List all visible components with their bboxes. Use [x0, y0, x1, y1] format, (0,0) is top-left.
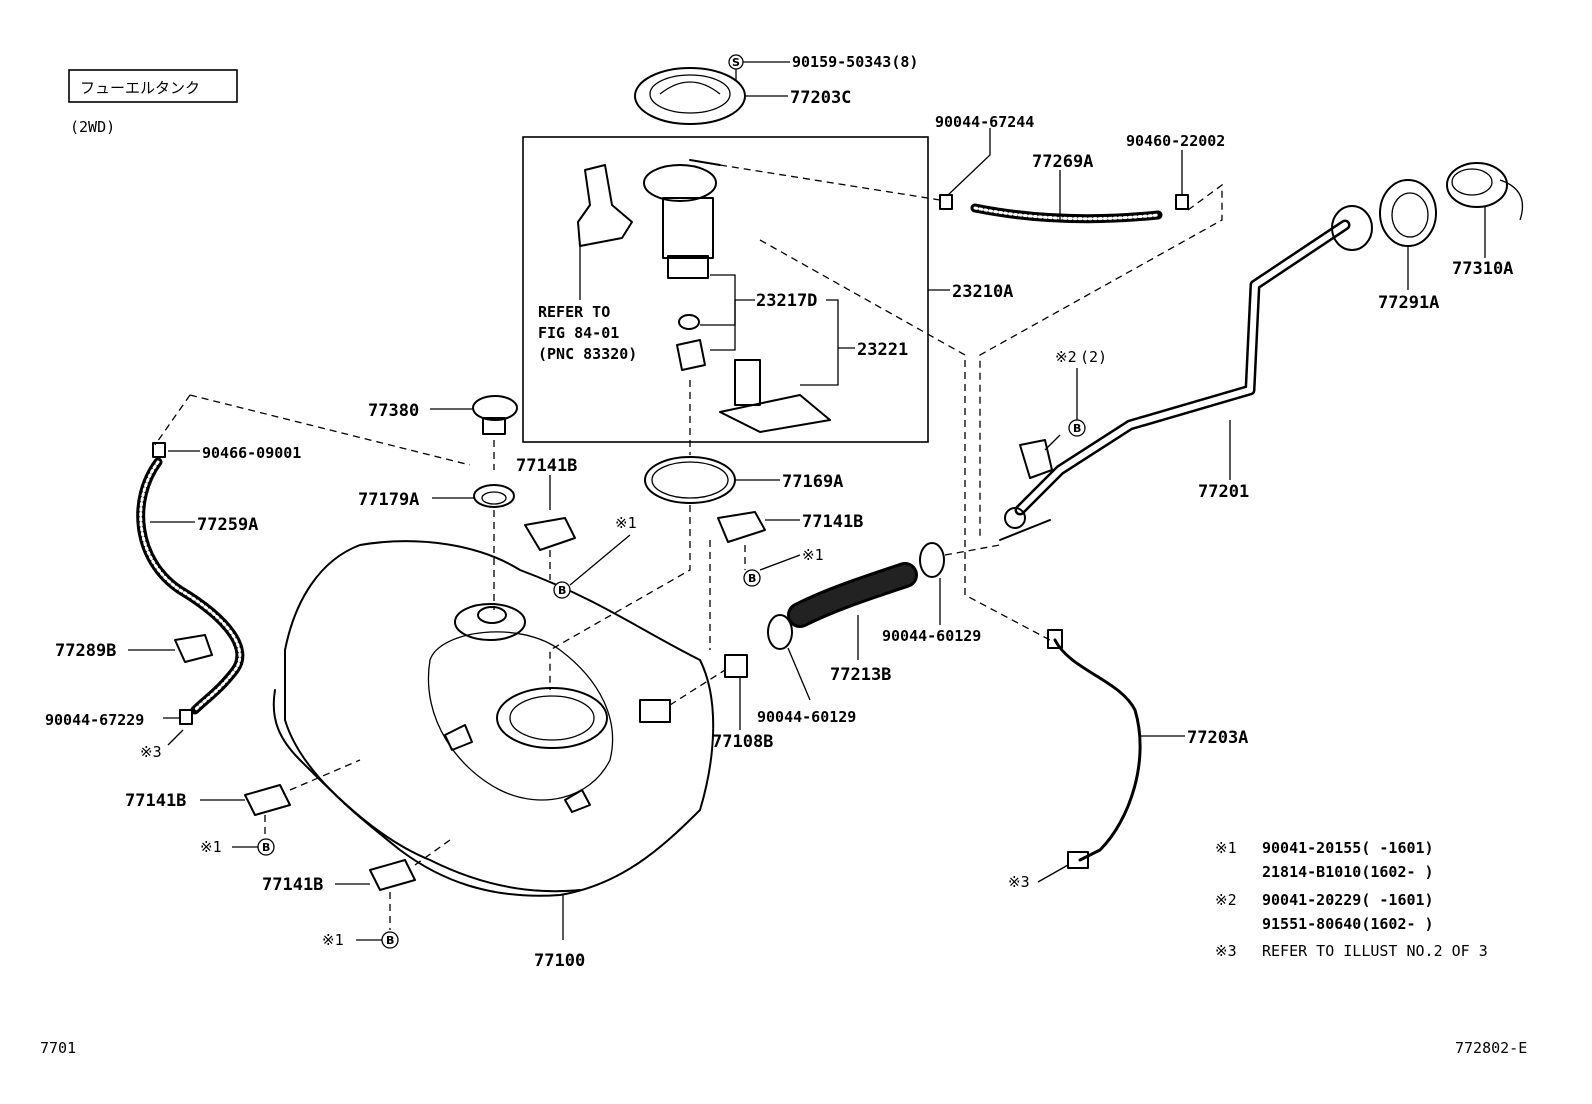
- filler-neck: [1331, 205, 1373, 251]
- filler-hose-joint-77108b: [724, 654, 748, 678]
- legend-2-line2: 91551-80640(1602- ): [1262, 915, 1434, 933]
- label-90044-67244: 90044-67244: [935, 113, 1034, 131]
- legend-mark-2: ※2: [1215, 891, 1237, 909]
- label-77108b: 77108B: [712, 732, 773, 752]
- hose-clamp-lower-filler: [767, 614, 793, 650]
- label-77291a: 77291A: [1378, 293, 1439, 313]
- mark-1-b: ※1: [802, 546, 824, 564]
- mark-3-left: ※3: [140, 743, 162, 761]
- label-90044-67229: 90044-67229: [45, 711, 144, 729]
- filler-ring: [1379, 179, 1437, 247]
- sender-gasket-77169a: [644, 456, 736, 504]
- svg-text:B: B: [748, 572, 756, 585]
- label-90159: 90159-50343(8): [792, 53, 918, 71]
- sender-gauge-cover: [634, 67, 746, 125]
- label-90044-60129b: 90044-60129: [757, 708, 856, 726]
- legend-mark-1: ※1: [1215, 839, 1237, 857]
- hose-clamp-upper: [939, 194, 953, 210]
- label-77141b-3: 77141B: [125, 791, 186, 811]
- label-77141b-1: 77141B: [516, 456, 577, 476]
- refer-line3: (PNC 83320): [538, 345, 637, 363]
- tank-pad-2: [717, 511, 766, 543]
- refer-line1: REFER TO: [538, 303, 610, 321]
- fuel-pump-body: [643, 159, 721, 279]
- evap-hose: [136, 457, 245, 715]
- label-77310a: 77310A: [1452, 259, 1513, 279]
- fuel-filler-cap: [1446, 162, 1524, 221]
- label-77203c: 77203C: [790, 88, 851, 108]
- fuel-filter: [719, 359, 831, 433]
- filler-bracket: [1019, 439, 1053, 479]
- label-77203a: 77203A: [1187, 728, 1248, 748]
- tank-pad-3: [244, 784, 291, 816]
- label-77100: 77100: [534, 951, 585, 971]
- footer-right-code: 772802-E: [1455, 1039, 1527, 1057]
- label-77213b: 77213B: [830, 665, 891, 685]
- check-valve-77380: [472, 395, 518, 435]
- label-23221: 23221: [857, 340, 908, 360]
- mark-1-a: ※1: [615, 514, 637, 532]
- clip-ring: [678, 314, 700, 330]
- label-77141b-2: 77141B: [802, 512, 863, 532]
- pump-cushion: [676, 339, 706, 371]
- fuel-tank: [272, 540, 715, 897]
- fuel-pump-assembly-box: [522, 136, 929, 443]
- refer-line2: FIG 84-01: [538, 324, 619, 342]
- label-77259a: 77259A: [197, 515, 258, 535]
- sender-wire-harness: [1053, 638, 1142, 862]
- label-90466: 90466-09001: [202, 444, 301, 462]
- label-23210a: 23210A: [952, 282, 1013, 302]
- mark-1-c: ※1: [200, 838, 222, 856]
- hose-clamp-90044-67229: [179, 709, 193, 725]
- svg-text:B: B: [558, 584, 566, 597]
- mark-3-right: ※3: [1008, 873, 1030, 891]
- hose-clamp-vent: [1175, 194, 1189, 210]
- footer-left-code: 7701: [40, 1039, 76, 1057]
- hose-clamp-90466: [152, 442, 166, 458]
- grommet-77179a: [473, 484, 515, 508]
- legend: ※1 90041-20155( -1601) 21814-B1010(1602-…: [1215, 839, 1488, 960]
- legend-1-line2: 21814-B1010(1602- ): [1262, 863, 1434, 881]
- svg-text:B: B: [386, 934, 394, 947]
- svg-text:S: S: [732, 56, 740, 69]
- label-90044-60129a: 90044-60129: [882, 627, 981, 645]
- drive-type: (2WD): [70, 118, 115, 136]
- hose-clamp-upper-filler: [919, 542, 945, 578]
- hose-clip-77289b: [174, 634, 213, 663]
- tank-pad-1: [524, 517, 576, 551]
- label-77169a: 77169A: [782, 472, 843, 492]
- legend-2-line1: 90041-20229( -1601): [1262, 891, 1434, 909]
- legend-3-line1: REFER TO ILLUST NO.2 OF 3: [1262, 942, 1488, 960]
- label-77380: 77380: [368, 401, 419, 421]
- label-77201: 77201: [1198, 482, 1249, 502]
- svg-text:B: B: [262, 841, 270, 854]
- svg-text:B: B: [1073, 422, 1081, 435]
- label-77141b-4: 77141B: [262, 875, 323, 895]
- label-77289b: 77289B: [55, 641, 116, 661]
- mark-2-qty: (2): [1080, 348, 1107, 366]
- label-77269a: 77269A: [1032, 152, 1093, 172]
- mark-2: ※2: [1055, 348, 1077, 366]
- legend-mark-3: ※3: [1215, 942, 1237, 960]
- label-90460: 90460-22002: [1126, 132, 1225, 150]
- tank-pad-4: [369, 859, 416, 891]
- title-text: フューエルタンク: [80, 79, 200, 97]
- label-77179a: 77179A: [358, 490, 419, 510]
- fuel-pump-bracket: [577, 164, 633, 247]
- mark-1-d: ※1: [322, 931, 344, 949]
- title-box: [68, 69, 238, 103]
- label-23217d: 23217D: [756, 291, 817, 311]
- legend-1-line1: 90041-20155( -1601): [1262, 839, 1434, 857]
